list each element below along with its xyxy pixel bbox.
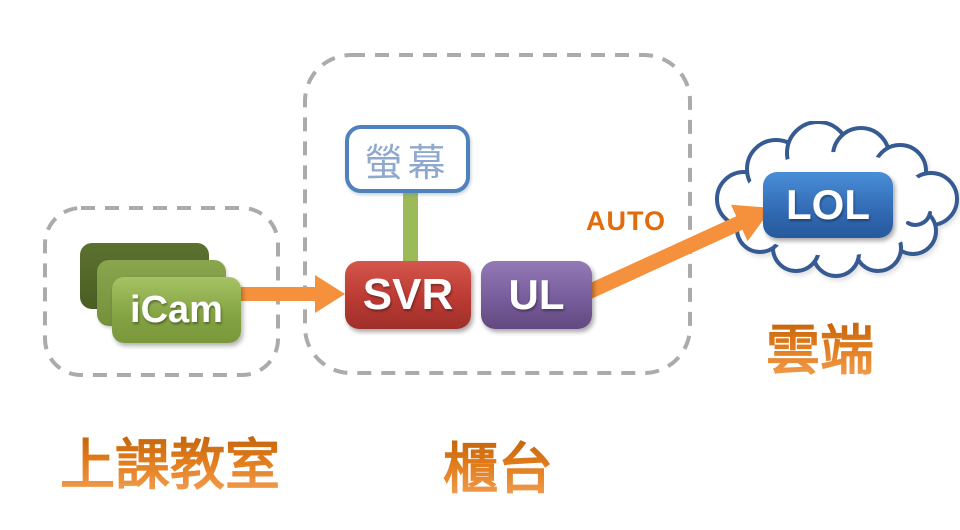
svr-label: SVR <box>362 270 454 319</box>
icam-label: iCam <box>130 288 223 331</box>
arrow-icam-to-svr <box>240 275 345 313</box>
caption-classroom: 上課教室 <box>60 420 280 500</box>
lol-node: LOL <box>763 172 893 238</box>
ul-node: UL <box>481 261 592 329</box>
caption-cloud: 雲端 <box>766 306 874 385</box>
screen-node: 螢幕 <box>345 125 470 193</box>
screen-svr-connector <box>403 186 418 266</box>
svr-node: SVR <box>345 261 471 329</box>
auto-label: AUTO <box>586 206 667 236</box>
lol-label: LOL <box>786 181 870 228</box>
icam-node: iCam <box>112 277 241 343</box>
caption-counter: 櫃台 <box>443 424 553 504</box>
ul-label: UL <box>508 271 565 318</box>
screen-label: 螢幕 <box>364 142 451 185</box>
